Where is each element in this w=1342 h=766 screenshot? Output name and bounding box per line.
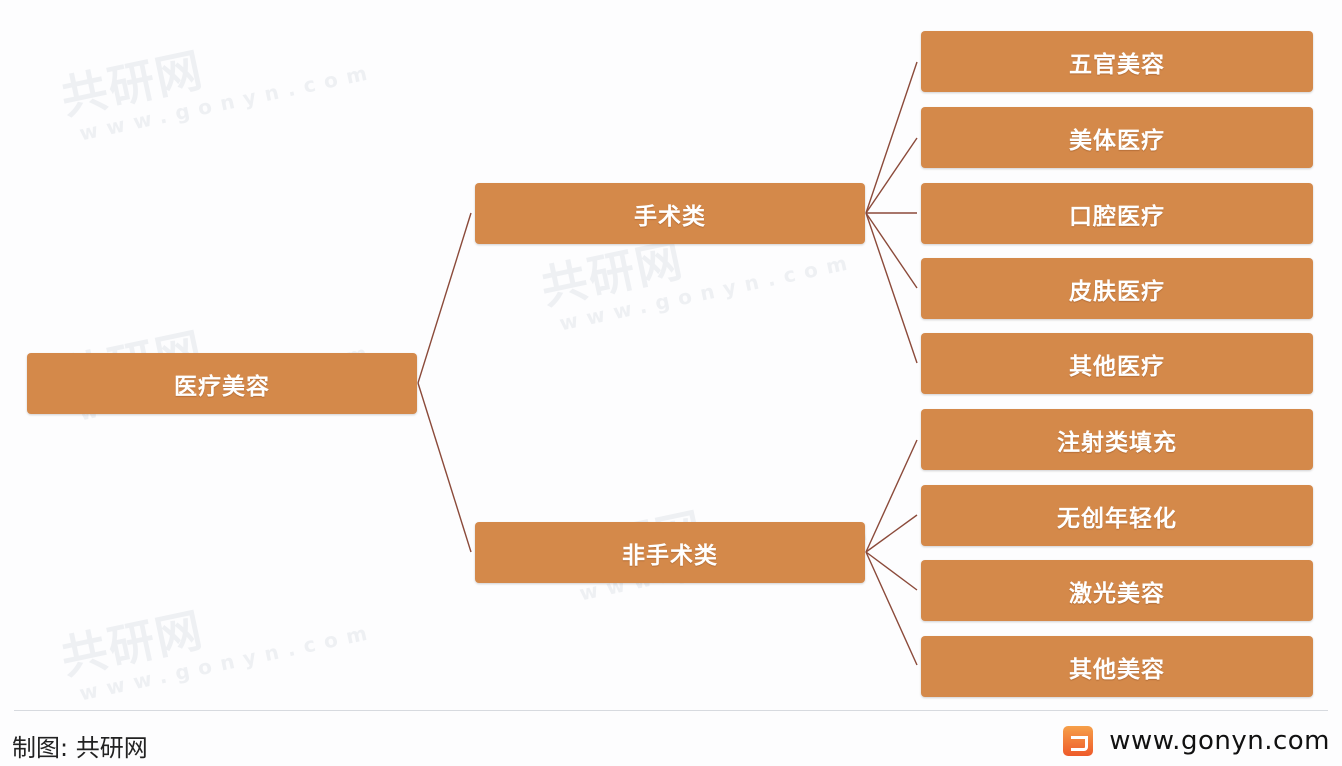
connector-leaf <box>865 439 918 553</box>
branch-node-nonsurgical: 非手术类 <box>475 522 865 583</box>
leaf-node: 美体医疗 <box>921 107 1313 168</box>
leaf-node: 无创年轻化 <box>921 485 1313 546</box>
connector-leaf <box>865 137 918 214</box>
leaf-node: 注射类填充 <box>921 409 1313 470</box>
footer-divider <box>14 710 1328 711</box>
connector-leaf <box>865 514 918 553</box>
leaf-node: 五官美容 <box>921 31 1313 92</box>
connector-leaf <box>865 212 918 364</box>
leaf-node: 口腔医疗 <box>921 183 1313 244</box>
connector-leaf <box>865 212 918 289</box>
connector-root-to-nonsurgical <box>417 382 472 553</box>
leaf-node: 其他医疗 <box>921 333 1313 394</box>
connector-leaf <box>865 61 918 214</box>
footer-credit: 制图: 共研网 <box>12 734 148 762</box>
branch-node-surgical: 手术类 <box>475 183 865 244</box>
leaf-node: 激光美容 <box>921 560 1313 621</box>
root-node: 医疗美容 <box>27 353 417 414</box>
footer-url: www.gonyn.com <box>1109 726 1330 756</box>
connector-root-to-surgical <box>417 212 472 384</box>
gonyn-logo-icon <box>1063 726 1094 756</box>
footer-brand: www.gonyn.com <box>1063 726 1330 756</box>
leaf-node: 皮肤医疗 <box>921 258 1313 319</box>
connector-leaf <box>865 551 918 666</box>
connector-leaf <box>865 551 918 591</box>
leaf-node: 其他美容 <box>921 636 1313 697</box>
